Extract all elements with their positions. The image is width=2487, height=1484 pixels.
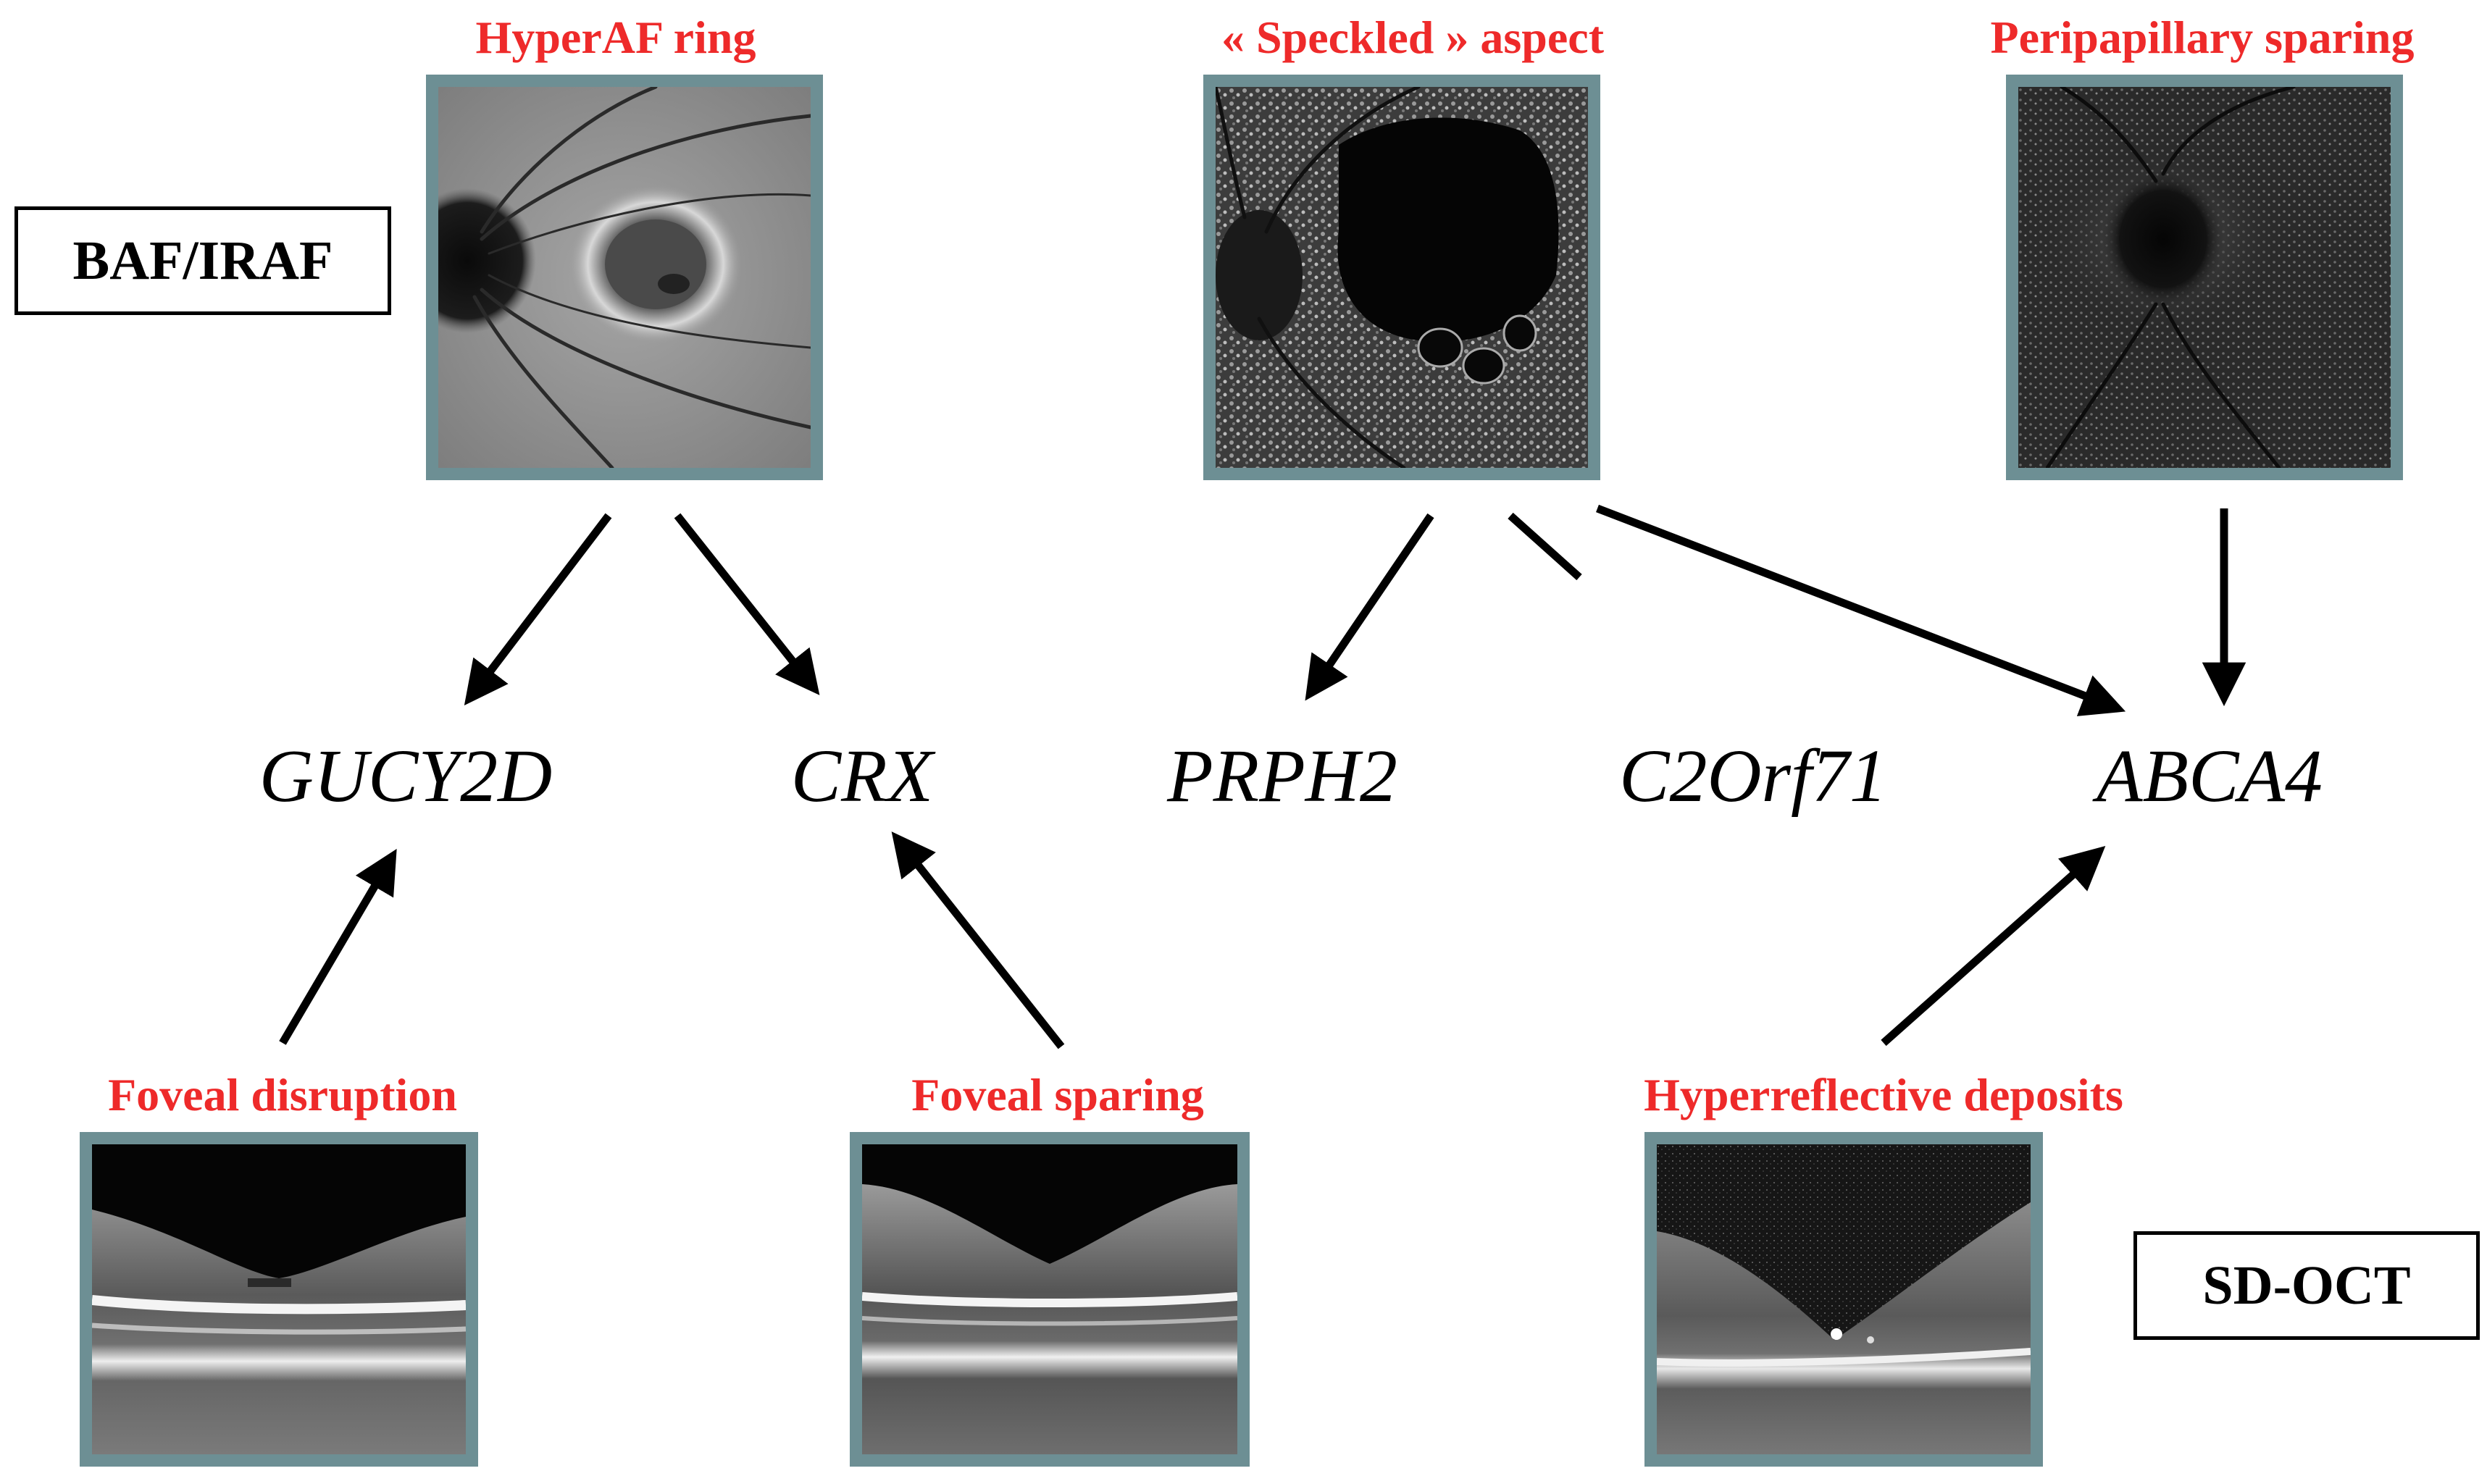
arrow-foveal-sparing-to-crx [891, 831, 1065, 1049]
gene-prph2: PRPH2 [1167, 734, 1397, 818]
oct-image-hyperreflective-deposits [1644, 1132, 2043, 1467]
gene-abca4: ABCA4 [2097, 734, 2323, 818]
label-foveal-sparing: Foveal sparing [911, 1069, 1204, 1120]
oct-image-foveal-disruption [80, 1132, 478, 1467]
label-speckled-aspect: « Speckled » aspect [1221, 12, 1604, 63]
gene-crx: CRX [790, 734, 934, 818]
arrow-speckled-to-abca4 [1596, 504, 2126, 716]
label-hyperaf-ring: HyperAF ring [475, 12, 756, 63]
af-image-peripapillary-sparing [2006, 75, 2403, 480]
arrow-hyperaf-to-crx [674, 513, 820, 695]
label-peripapillary-sparing: Peripapillary sparing [1990, 12, 2415, 63]
af-image-hyperaf-ring [426, 75, 823, 480]
oct-image-foveal-sparing [850, 1132, 1250, 1467]
label-foveal-disruption: Foveal disruption [108, 1069, 457, 1120]
modality-box-oct: SD-OCT [2133, 1231, 2480, 1340]
gene-c2orf71: C2Orf71 [1619, 734, 1887, 818]
arrow-speckled-to-prph2 [1305, 513, 1434, 701]
arrow-hyperaf-to-gucy2d [464, 513, 612, 706]
label-hyperreflective-deposits: Hyperreflective deposits [1644, 1069, 2123, 1120]
arrow-hyperreflective-to-abca4 [1881, 845, 2106, 1047]
af-image-speckled-aspect [1203, 75, 1600, 480]
gene-gucy2d: GUCY2D [259, 734, 553, 818]
modality-box-af: BAF/IRAF [14, 206, 391, 315]
arrow-speckled-partial [1508, 512, 1582, 581]
arrow-foveal-disruption-to-gucy2d [279, 848, 397, 1045]
